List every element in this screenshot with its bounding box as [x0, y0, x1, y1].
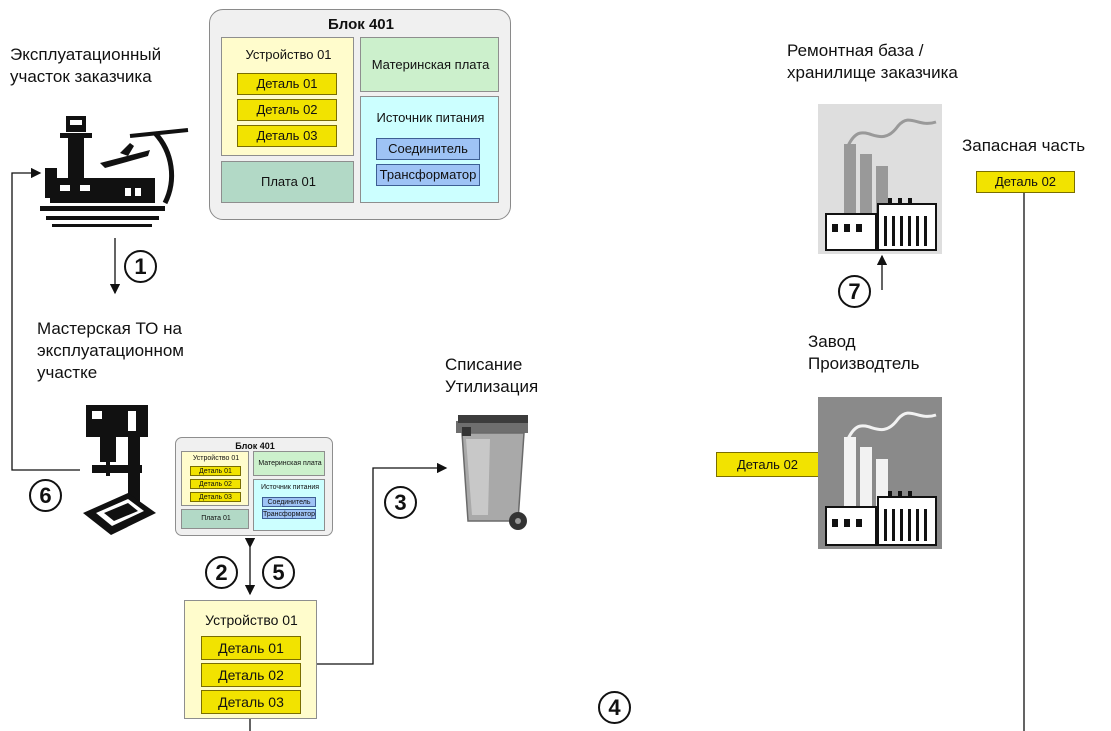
- device-box-title: Устройство 01: [205, 612, 298, 628]
- connector-box: Соединитель: [376, 138, 480, 160]
- step-1-circle: 1: [124, 250, 157, 283]
- spare-part-label: Запасная часть: [962, 136, 1086, 155]
- small-part-03: Деталь 03: [190, 492, 241, 502]
- factory-icon: [818, 104, 942, 254]
- drill-press-icon: [83, 405, 156, 535]
- step-5-circle: 5: [262, 556, 295, 589]
- small-board-label: Плата 01: [201, 515, 231, 522]
- workshop-label: Мастерская ТО на эксплуатационном участк…: [37, 319, 184, 382]
- trash-bin-icon: [456, 415, 528, 530]
- small-motherboard-panel: Материнская плата: [253, 451, 325, 476]
- device-title: Устройство 01: [245, 47, 332, 62]
- psu-label: Источник питания: [376, 110, 485, 125]
- repair-base-label: Ремонтная база / хранилище заказчика: [787, 41, 958, 82]
- motherboard-panel: Материнская плата: [360, 37, 499, 92]
- small-transformer-box: Трансформатор: [262, 509, 316, 519]
- manufacturer-label: Завод Производтель: [808, 332, 920, 373]
- small-block-title: Блок 401: [235, 441, 275, 451]
- small-board-panel: Плата 01: [181, 509, 249, 529]
- small-psu-label: Источник питания: [260, 484, 320, 491]
- part-03: Деталь 03: [237, 125, 337, 147]
- board-label: Плата 01: [261, 174, 316, 189]
- part-02: Деталь 02: [237, 99, 337, 121]
- block-title: Блок 401: [328, 16, 394, 33]
- step-7-circle: 7: [838, 275, 871, 308]
- board-panel: Плата 01: [221, 161, 354, 203]
- step-2-circle: 2: [205, 556, 238, 589]
- airport-tower-icon: [40, 116, 189, 227]
- spare-part-tag: Деталь 02: [976, 171, 1075, 193]
- step-3-circle: 3: [384, 486, 417, 519]
- small-motherboard-label: Материнская плата: [258, 460, 322, 467]
- part-01: Деталь 01: [237, 73, 337, 95]
- step-6-circle: 6: [29, 479, 62, 512]
- small-part-01: Деталь 01: [190, 466, 241, 476]
- device-box-part-01: Деталь 01: [201, 636, 301, 660]
- manufacturer-part-tag: Деталь 02: [716, 452, 819, 477]
- small-device-title: Устройство 01: [192, 455, 240, 462]
- motherboard-label: Материнская плата: [371, 57, 490, 72]
- disposal-label: Списание Утилизация: [445, 355, 539, 396]
- device-box-part-03: Деталь 03: [201, 690, 301, 714]
- small-connector-box: Соединитель: [262, 497, 316, 507]
- factory-icon: [818, 397, 942, 549]
- transformer-box: Трансформатор: [376, 164, 480, 186]
- small-part-02: Деталь 02: [190, 479, 241, 489]
- step-4-circle: 4: [598, 691, 631, 724]
- device-box-part-02: Деталь 02: [201, 663, 301, 687]
- customer-site-label: Эксплуатационный участок заказчика: [10, 45, 162, 86]
